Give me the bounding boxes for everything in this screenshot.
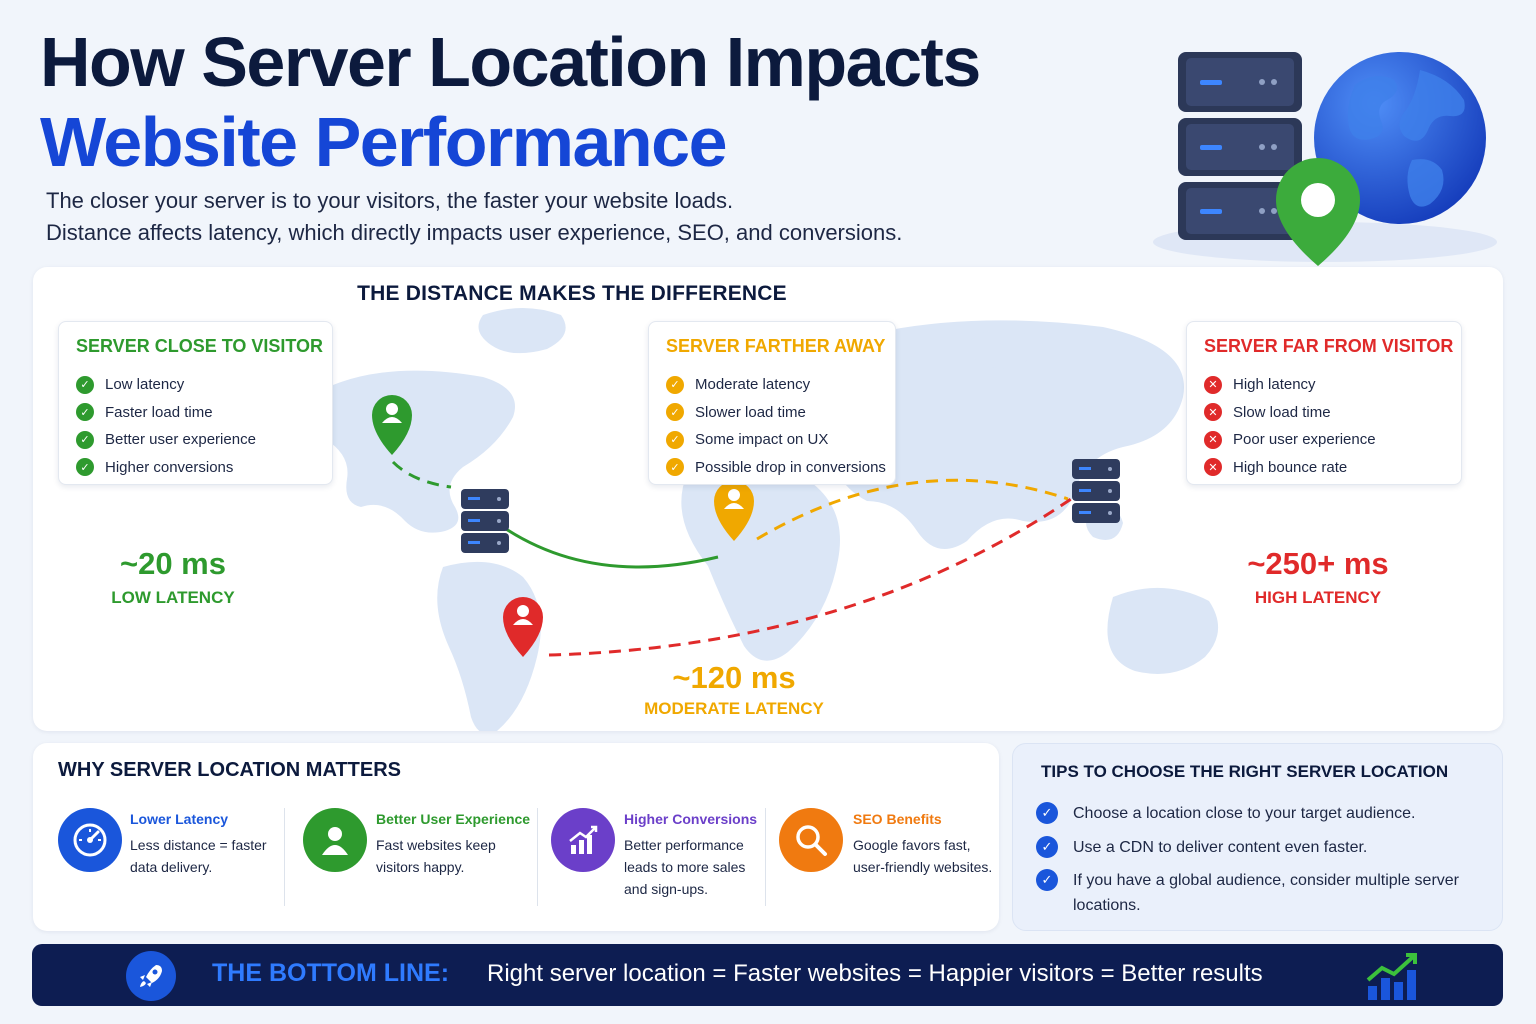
close-route-line-a [391,460,452,489]
card-list: ✓ Moderate latency ✓ Slower load time ✓ Some … [666,371,895,481]
check-icon: ✓ [666,375,684,394]
card-list-item-text: Moderate latency [695,376,811,394]
tips-panel [1012,743,1503,931]
server-icon-americas [461,489,509,553]
card-list-item-text: Slower load time [695,403,806,421]
location-pin-icon [1276,158,1360,266]
card-list-item: ✓ Possible drop in conversions [666,454,895,482]
card-list-item: ✕ Poor user experience [1204,426,1461,454]
check-icon: ✓ [1036,802,1058,824]
divider [537,808,538,906]
card-list-item-text: Some impact on UX [695,431,829,449]
card-list: ✓ Low latency ✓ Faster load time ✓ Better use… [76,371,332,481]
check-icon: ✓ [76,458,94,477]
card-list-item-text: Higher conversions [105,458,234,476]
growth-chart-icon [1366,953,1417,1000]
map-section-title: THE DISTANCE MAKES THE DIFFERENCE [357,282,787,305]
card-server-close: SERVER CLOSE TO VISITOR ✓ Low latency ✓ Fas… [58,321,333,485]
latency-label-low: LOW LATENCY [111,588,235,607]
magnifier-icon [779,808,843,872]
page-title-line-1: How Server Location Impacts [40,23,981,101]
card-heading: SERVER FARTHER AWAY [666,336,886,356]
card-list-item: ✕ High bounce rate [1204,454,1461,482]
card-list: ✕ High latency ✕ Slow load time ✕ Poor user e… [1204,371,1461,481]
card-list-item-text: Poor user experience [1233,431,1376,449]
bottom-line-text: Right server location = Faster websites … [487,960,1263,987]
check-icon: ✓ [1036,836,1058,858]
card-list-item: ✓ Higher conversions [76,454,332,482]
bottom-line-banner [32,944,1503,1006]
visitor-pin-red-icon [503,597,543,657]
subtitle-line-1: The closer your server is to your visito… [46,188,734,213]
why-section-title: WHY SERVER LOCATION MATTERS [58,759,401,781]
check-icon: ✓ [666,458,684,477]
card-list-item: ✕ Slow load time [1204,399,1461,427]
card-heading: SERVER CLOSE TO VISITOR [76,336,324,356]
check-icon: ✓ [76,403,94,422]
check-icon: ✓ [76,375,94,394]
subtitle-line-2: Distance affects latency, which directly… [46,220,903,245]
card-list-item-text: Possible drop in conversions [695,458,886,476]
card-list-item: ✓ Better user experience [76,426,332,454]
divider [765,808,766,906]
chart-up-icon [551,808,615,872]
tips-section-title: TIPS TO CHOOSE THE RIGHT SERVER LOCATION [1041,762,1449,781]
benefit-title-conversions: Higher Conversions [624,811,758,827]
card-list-item: ✓ Moderate latency [666,371,895,399]
check-icon: ✓ [76,430,94,449]
card-server-far: SERVER FAR FROM VISITOR ✕ High latency ✕ Sl… [1186,321,1462,485]
card-list-item: ✓ Faster load time [76,399,332,427]
card-list-item-text: High latency [1233,376,1316,394]
check-icon: ✓ [666,430,684,449]
speedometer-icon [58,808,122,872]
tip-item: Choose a location close to your target a… [1073,805,1416,822]
benefit-desc-latency: Less distance = faster data delivery. [130,837,267,875]
far-route-line [548,497,1072,657]
benefit-desc-seo: Google favors fast, user-friendly websit… [853,837,993,875]
visitor-pin-green-icon [372,395,412,455]
world-map-diagram [313,308,1219,731]
x-icon: ✕ [1204,375,1222,394]
moderate-route-line [756,478,1069,541]
card-list-item-text: Better user experience [105,431,256,449]
card-list-item-text: High bounce rate [1233,458,1348,476]
x-icon: ✕ [1204,458,1222,477]
card-server-farther: SERVER FARTHER AWAY ✓ Moderate latency ✓ Sl… [648,321,896,485]
card-list-item-text: Faster load time [105,403,213,421]
x-icon: ✕ [1204,403,1222,422]
check-icon: ✓ [1036,869,1058,891]
tip-item: Use a CDN to deliver content even faster… [1073,839,1368,856]
card-list-item: ✓ Some impact on UX [666,426,895,454]
server-stack-icon [1178,52,1302,240]
latency-value-high: ~250+ ms [1247,546,1389,581]
card-heading: SERVER FAR FROM VISITOR [1204,336,1454,356]
user-icon [303,808,367,872]
close-route-line-b [502,525,719,569]
benefit-title-seo: SEO Benefits [853,811,942,827]
tip-item: If you have a global audience, consider … [1073,872,1459,914]
card-list-item-text: Slow load time [1233,403,1331,421]
rocket-icon [126,951,176,1001]
latency-value-low: ~20 ms [119,546,226,581]
card-list-item-text: Low latency [105,376,185,394]
server-globe-hero-illustration [1153,52,1497,266]
latency-value-moderate: ~120 ms [672,660,796,695]
card-list-item: ✓ Low latency [76,371,332,399]
benefit-desc-conversions: Better performance leads to more sales a… [624,837,746,897]
latency-label-moderate: MODERATE LATENCY [644,699,824,718]
bottom-line-label: THE BOTTOM LINE: [212,959,450,987]
latency-label-high: HIGH LATENCY [1254,588,1382,607]
server-icon-asia [1072,459,1120,523]
benefit-title-ux: Better User Experience [376,811,531,827]
visitor-pin-yellow-icon [714,481,754,541]
page-title-line-2: Website Performance [40,103,728,181]
check-icon: ✓ [666,403,684,422]
card-list-item: ✕ High latency [1204,371,1461,399]
benefit-title-latency: Lower Latency [130,811,229,827]
x-icon: ✕ [1204,430,1222,449]
card-list-item: ✓ Slower load time [666,399,895,427]
divider [284,808,285,906]
benefit-desc-ux: Fast websites keep visitors happy. [376,837,496,875]
